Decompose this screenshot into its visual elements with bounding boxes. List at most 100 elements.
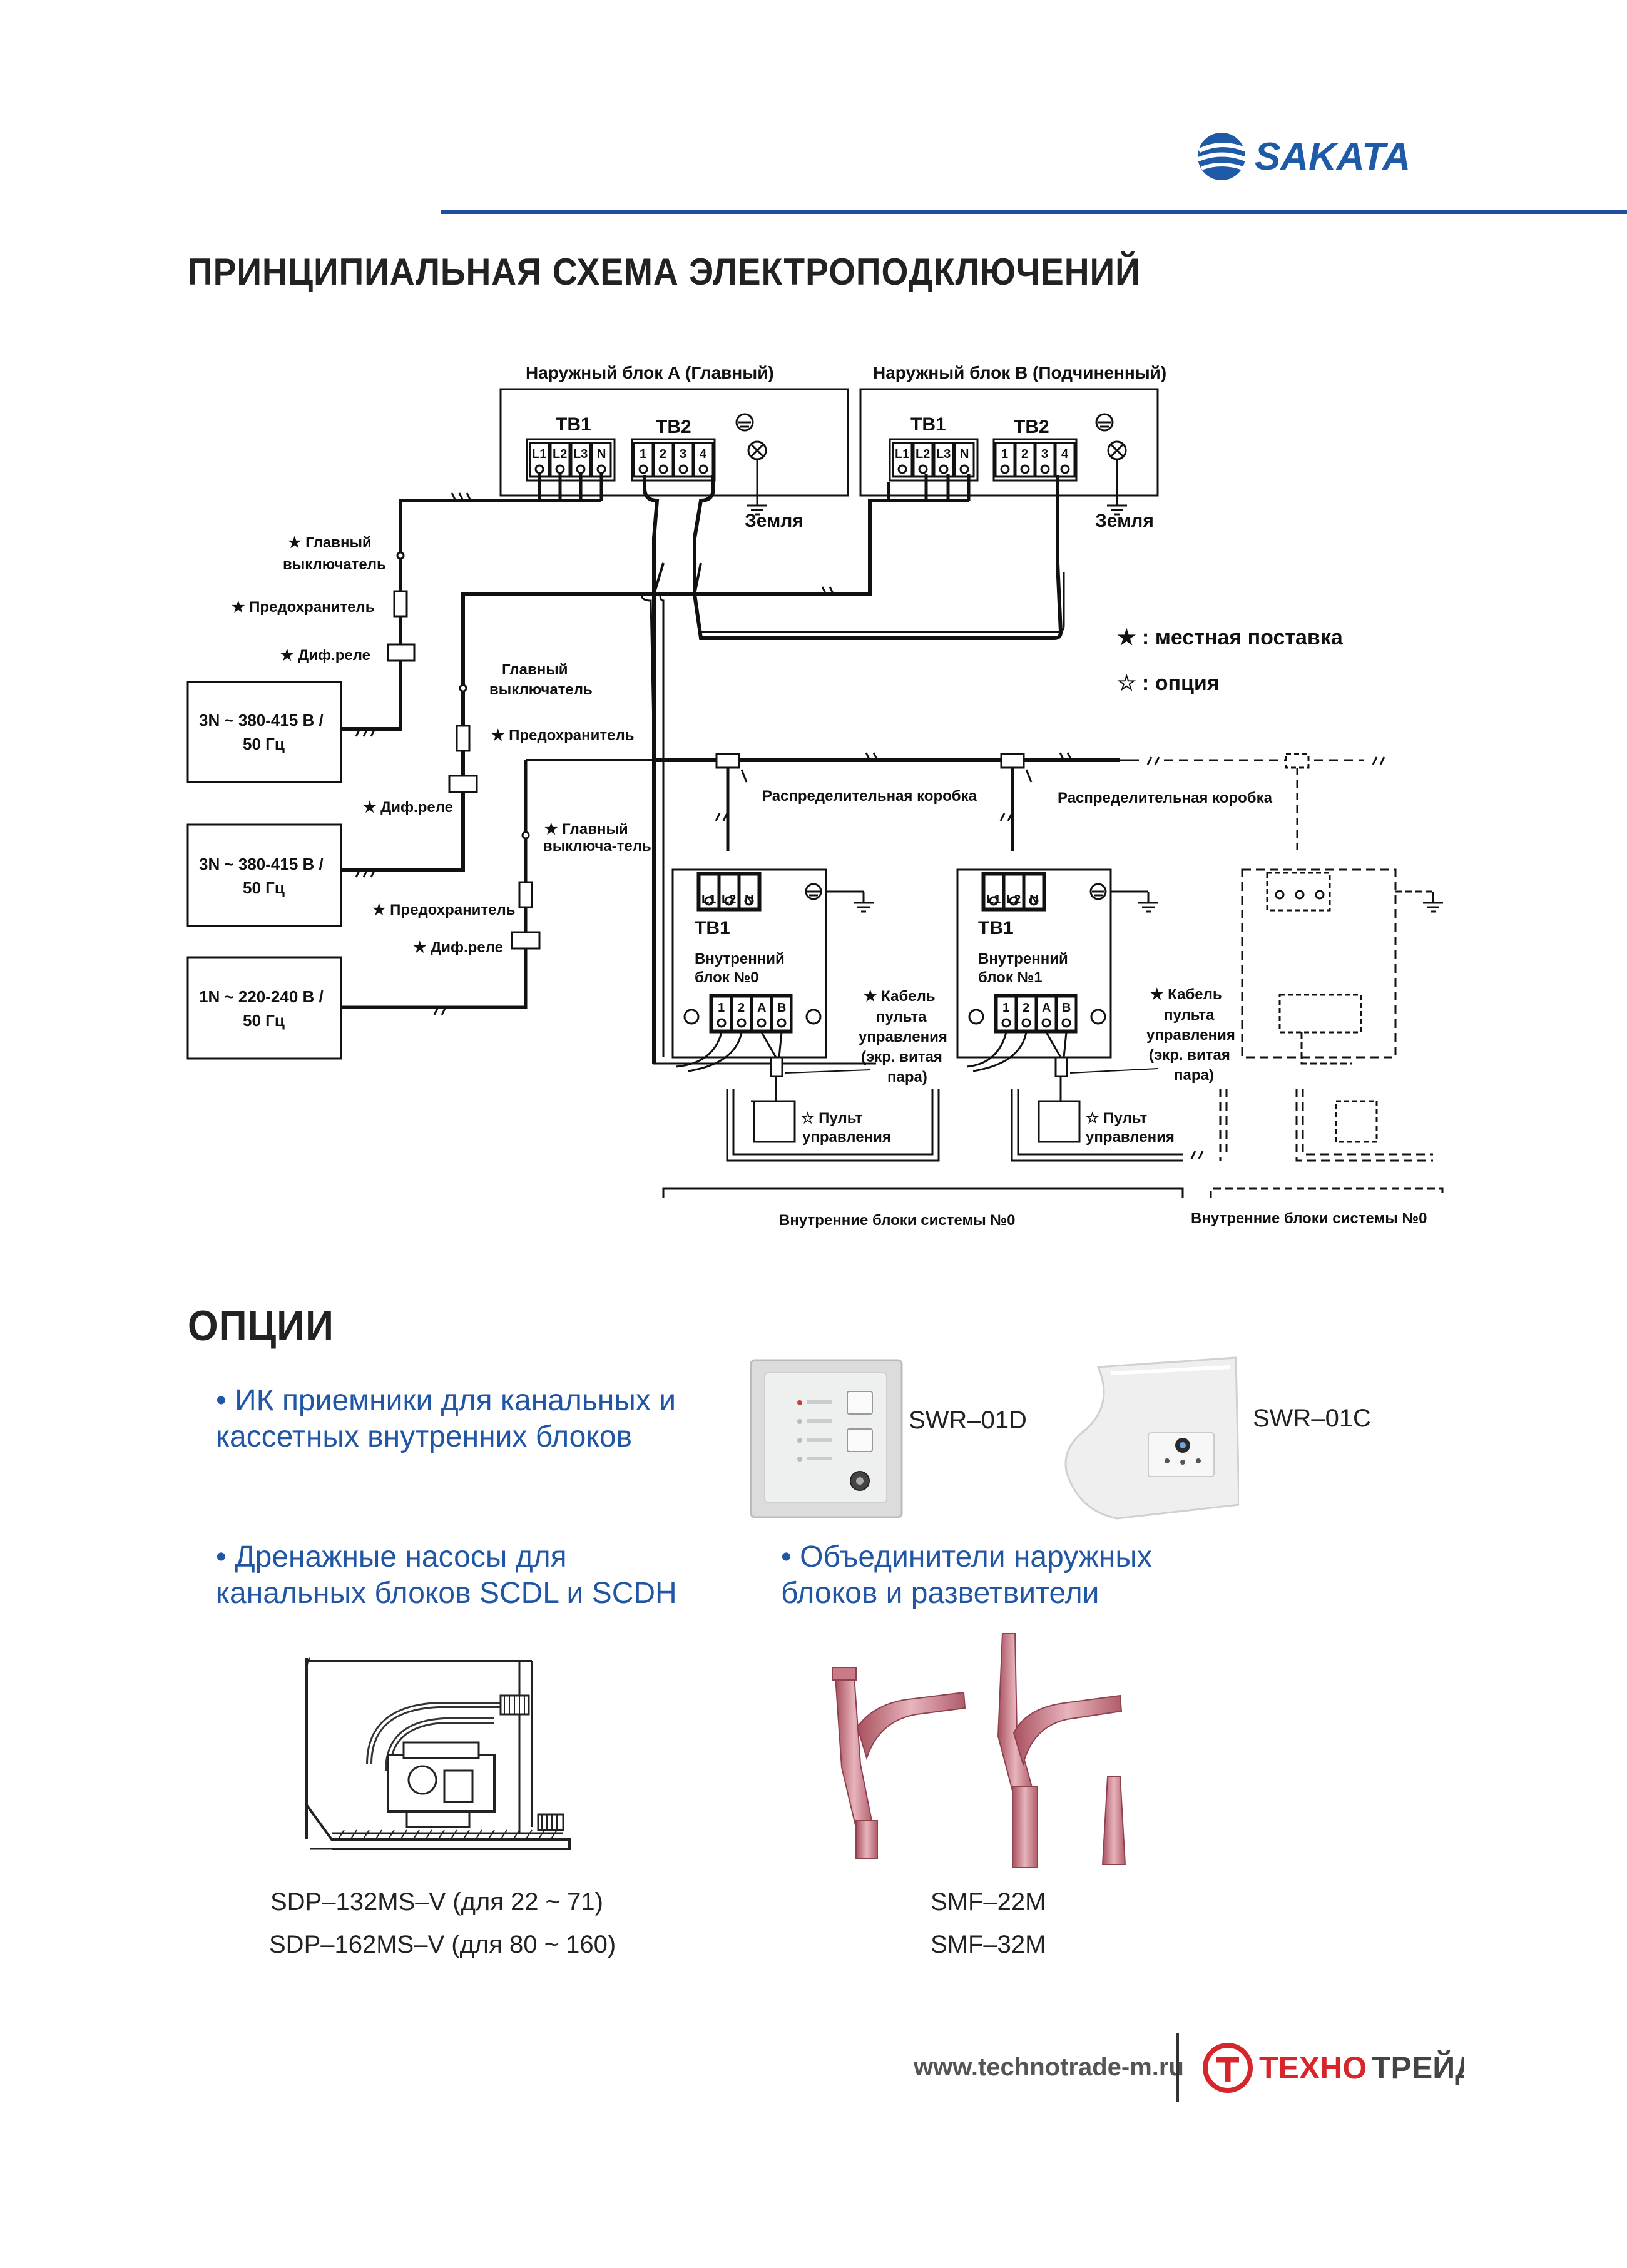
cable-0-label-4: (экр. витая bbox=[861, 1049, 942, 1065]
svg-text:4: 4 bbox=[700, 447, 707, 461]
cable-0-label-1: ★ Кабель bbox=[864, 988, 936, 1005]
remote-0-icon bbox=[753, 1100, 796, 1143]
svg-text:L1: L1 bbox=[532, 447, 546, 461]
power-supply-2-line2: 50 Гц bbox=[243, 878, 285, 897]
svg-text:1: 1 bbox=[1001, 447, 1008, 461]
outdoor-b-tb1: TB1 bbox=[910, 414, 946, 435]
svg-text:4: 4 bbox=[1061, 447, 1069, 461]
distribution-box-0-label: Распределительная коробка bbox=[762, 788, 977, 805]
remote-1-label-1: ☆ Пульт bbox=[1086, 1110, 1147, 1127]
switch-c-label-1: ★ Главный bbox=[544, 821, 628, 838]
svg-text:A: A bbox=[757, 1001, 766, 1015]
indoor-1-title-2: блок №1 bbox=[978, 969, 1043, 986]
distribution-box-0: Распределительная коробка bbox=[715, 753, 977, 851]
svg-text:L3: L3 bbox=[573, 447, 588, 461]
product-sdp132-label: SDP–132MS–V (для 22 ~ 71) bbox=[270, 1888, 603, 1916]
product-swr01d-image bbox=[750, 1359, 903, 1522]
svg-text:N: N bbox=[960, 447, 969, 461]
remote-0-label-2: управления bbox=[802, 1129, 891, 1146]
power-supply-2-line1: 3N ~ 380-415 В / bbox=[199, 855, 324, 873]
svg-text:L2: L2 bbox=[1006, 893, 1021, 907]
svg-text:L1: L1 bbox=[895, 447, 909, 461]
svg-text:2: 2 bbox=[660, 447, 666, 461]
indoor-1-title-1: Внутренний bbox=[978, 950, 1068, 967]
svg-text:L2: L2 bbox=[916, 447, 930, 461]
power-supply-3: 1N ~ 220-240 В / 50 Гц bbox=[186, 956, 342, 1060]
switch-b-label-1: Главный bbox=[502, 661, 568, 678]
svg-text:L2: L2 bbox=[722, 893, 736, 907]
cable-1-label-2: пульта bbox=[1164, 1007, 1215, 1024]
power-wiring bbox=[341, 474, 1385, 1065]
indoor-unit-1: L1 L2 N TB1 Внутренний блок №1 1 2 A B ☆… bbox=[956, 868, 1235, 1162]
indoor-0-tb1: TB1 bbox=[695, 918, 730, 938]
product-refnet-joints-image bbox=[807, 1632, 1183, 1886]
outdoor-b-earth: Земля bbox=[1095, 511, 1154, 531]
power-supply-1: 3N ~ 380-415 В / 50 Гц bbox=[186, 681, 342, 783]
footer-separator bbox=[1176, 2033, 1179, 2102]
distribution-box-1: Распределительная коробка bbox=[999, 753, 1273, 851]
legend-local-supply: ★ : местная поставка bbox=[1117, 626, 1344, 649]
page-title: ПРИНЦИПИАЛЬНАЯ СХЕМА ЭЛЕКТРОПОДКЛЮЧЕНИЙ bbox=[188, 251, 1141, 293]
svg-text:A: A bbox=[1042, 1001, 1051, 1015]
cable-1-label-5: пара) bbox=[1174, 1067, 1214, 1084]
system-label-1: Внутренние блоки системы №0 bbox=[1191, 1210, 1427, 1227]
footer-url[interactable]: www.technotrade-m.ru bbox=[914, 2053, 1184, 2081]
product-swr01c-label: SWR–01C bbox=[1253, 1405, 1371, 1432]
svg-text:2: 2 bbox=[738, 1001, 745, 1015]
product-smf22-label: SMF–22M bbox=[931, 1888, 1046, 1916]
product-sdp162-label: SDP–162MS–V (для 80 ~ 160) bbox=[269, 1931, 616, 1958]
svg-text:B: B bbox=[777, 1001, 786, 1015]
cable-1-label-4: (экр. витая bbox=[1149, 1047, 1230, 1064]
svg-text:1: 1 bbox=[640, 447, 646, 461]
product-swr01d-label: SWR–01D bbox=[909, 1406, 1027, 1434]
product-swr01c-image bbox=[1061, 1355, 1240, 1523]
rcd-a-label: ★ Диф.реле bbox=[280, 647, 370, 664]
cable-1-label-3: управления bbox=[1146, 1027, 1235, 1044]
cable-1-label-1: ★ Кабель bbox=[1150, 986, 1222, 1003]
cable-0-label-5: пара) bbox=[887, 1069, 927, 1086]
outdoor-a-title: Наружный блок А (Главный) bbox=[526, 363, 774, 382]
rcd-b-label: ★ Диф.реле bbox=[363, 799, 453, 816]
option-pump-line2: канальных блоков SCDL и SCDH bbox=[216, 1577, 677, 1610]
option-joint-line2: блоков и разветвители bbox=[781, 1577, 1099, 1610]
svg-text:N: N bbox=[597, 447, 606, 461]
product-smf32-label: SMF–32M bbox=[931, 1931, 1046, 1958]
switch-c-label-2: выключа-тель bbox=[543, 838, 651, 855]
switch-a-label-2: выключатель bbox=[283, 556, 386, 573]
brand-logo: SAKATA bbox=[1195, 128, 1446, 185]
earth-icon bbox=[735, 413, 754, 432]
svg-text:3: 3 bbox=[680, 447, 686, 461]
svg-text:1: 1 bbox=[1002, 1001, 1009, 1015]
indoor-unit-optional bbox=[1219, 868, 1444, 1162]
option-ir-receivers: • ИК приемники для канальных и кассетных… bbox=[216, 1383, 676, 1455]
legend-option: ☆ : опция bbox=[1117, 671, 1220, 695]
fuse-a-label: ★ Предохранитель bbox=[232, 599, 374, 616]
power-supply-2: 3N ~ 380-415 В / 50 Гц bbox=[186, 823, 342, 927]
svg-text:1: 1 bbox=[718, 1001, 725, 1015]
svg-text:L2: L2 bbox=[553, 447, 567, 461]
outdoor-unit-a: Наружный блок А (Главный) TB1 TB2 L1 L2 … bbox=[499, 363, 849, 531]
company-name-part2: ТРЕЙД bbox=[1372, 2050, 1464, 2085]
svg-text:B: B bbox=[1062, 1001, 1071, 1015]
product-drain-pump-image bbox=[294, 1645, 582, 1874]
option-joints: • Объединители наружных блоков и разветв… bbox=[781, 1539, 1152, 1612]
svg-text:2: 2 bbox=[1021, 447, 1028, 461]
switch-a-label-1: ★ Главный bbox=[288, 534, 372, 551]
rcd-c-label: ★ Диф.реле bbox=[413, 939, 503, 956]
cable-0-label-3: управления bbox=[859, 1029, 947, 1045]
outdoor-unit-b: Наружный блок В (Подчиненный) TB1 TB2 L1… bbox=[859, 363, 1166, 531]
option-drain-pumps: • Дренажные насосы для канальных блоков … bbox=[216, 1539, 677, 1612]
wiring-diagram: Наружный блок А (Главный) TB1 TB2 L1 L2 … bbox=[186, 363, 1444, 1229]
power-supply-3-line2: 50 Гц bbox=[243, 1011, 285, 1030]
outdoor-a-tb1: TB1 bbox=[556, 414, 591, 435]
svg-text:L3: L3 bbox=[936, 447, 951, 461]
fuse-c-label: ★ Предохранитель bbox=[372, 902, 515, 918]
option-ir-line2: кассетных внутренних блоков bbox=[216, 1420, 633, 1453]
indoor-0-title-2: блок №0 bbox=[695, 969, 759, 986]
outdoor-a-earth: Земля bbox=[745, 511, 803, 531]
svg-text:N: N bbox=[1029, 893, 1038, 907]
remote-1-label-2: управления bbox=[1086, 1129, 1175, 1146]
distribution-box-1-label: Распределительная коробка bbox=[1058, 790, 1273, 806]
svg-text:2: 2 bbox=[1023, 1001, 1029, 1015]
remote-1-icon bbox=[1038, 1100, 1081, 1143]
